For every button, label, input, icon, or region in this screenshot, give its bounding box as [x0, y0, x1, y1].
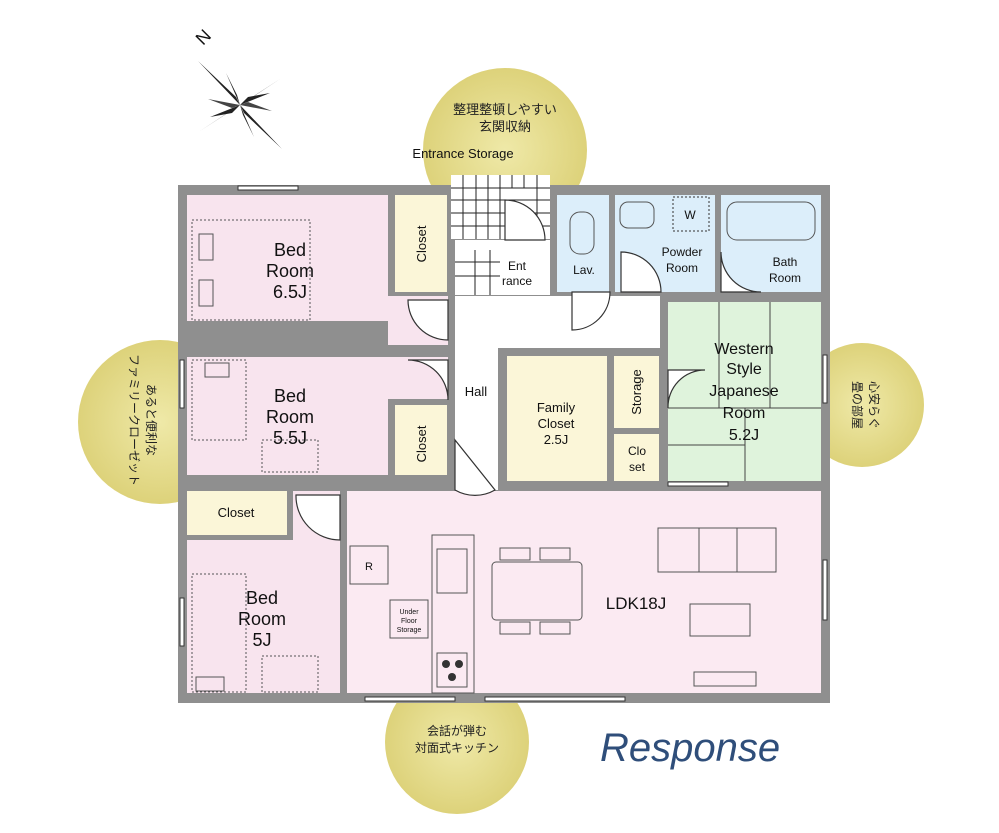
callout-top-line-2: 玄関収納	[479, 120, 531, 135]
bedroom-2-label-3: 5.5J	[273, 428, 307, 448]
washer-label: W	[684, 208, 696, 222]
powder-room-label-2: Room	[666, 261, 698, 275]
bedroom-1-label-3: 6.5J	[273, 282, 307, 302]
callout-bottom-bubble	[385, 670, 529, 814]
hall	[455, 296, 660, 348]
powder-room-label-1: Powder	[662, 245, 703, 259]
entrance-tile-grid	[451, 175, 550, 239]
entrance-floor	[455, 240, 550, 295]
hall-label: Hall	[465, 384, 488, 399]
entrance-floor-tiles	[455, 250, 500, 295]
bedroom-3-label-2: Room	[238, 609, 286, 629]
bedroom-3	[187, 540, 340, 693]
callout-bottom-line-1: 会話が弾む	[427, 723, 487, 738]
storage-closet	[614, 356, 659, 428]
door-swings	[295, 251, 762, 541]
western-room-label-3: Japanese	[709, 383, 778, 400]
small-closet-label-1: Clo	[628, 444, 646, 458]
bedroom-3-label-1: Bed	[246, 588, 278, 608]
bedroom-1-label-2: Room	[266, 261, 314, 281]
bath-room-label-2: Room	[769, 271, 801, 285]
bedroom-2-label-2: Room	[266, 407, 314, 427]
bed-outlines	[191, 219, 319, 693]
callout-top-line-1: 整理整頓しやすい	[453, 103, 557, 118]
front-door-swing	[504, 199, 546, 241]
tatami-grid	[668, 302, 821, 481]
under-floor-label-3: Storage	[397, 627, 422, 634]
closet-1-label: Closet	[414, 225, 429, 262]
western-room-label-2: Style	[726, 361, 762, 378]
callout-left-line-2: ファミリークローゼット	[127, 354, 141, 486]
ldk	[347, 491, 821, 693]
western-room-label-5: 5.2J	[729, 427, 759, 444]
callout-right-line-1: 心安らぐ	[867, 381, 882, 429]
furniture-outlines	[195, 201, 816, 694]
western-room-label-4: Room	[723, 405, 766, 422]
washer-outline	[672, 196, 710, 232]
family-closet	[507, 356, 607, 481]
lav-label: Lav.	[573, 263, 595, 277]
small-closet-label-2: set	[629, 460, 646, 474]
family-closet-label-3: 2.5J	[544, 432, 569, 447]
closet-1	[395, 195, 447, 292]
bedroom-2-label-1: Bed	[274, 386, 306, 406]
r-mark-label: R	[365, 561, 373, 573]
bath-room	[721, 195, 821, 292]
under-floor-label-2: Floor	[401, 618, 418, 625]
callout-right-bubble	[800, 343, 924, 467]
closet-3-label: Closet	[218, 505, 255, 520]
western-room-label-1: Western	[714, 341, 773, 358]
bedroom-3-label-3: 5J	[252, 630, 271, 650]
entrance-storage-label: Entrance Storage	[412, 146, 513, 161]
brand-logo: Response	[600, 726, 781, 770]
family-closet-label-1: Family	[537, 400, 576, 415]
entrance-label-2: rance	[502, 274, 532, 288]
compass-icon	[198, 61, 282, 149]
closet-2-label: Closet	[414, 425, 429, 462]
bath-room-label-1: Bath	[773, 255, 798, 269]
family-closet-label-2: Closet	[538, 416, 575, 431]
stove-burners	[442, 660, 463, 681]
lavatory	[557, 195, 609, 292]
closet-2	[395, 405, 447, 475]
compass-north-label: N	[192, 25, 215, 48]
callout-left-line-1: あると便利な	[144, 384, 158, 456]
closet-3	[187, 491, 287, 535]
bedroom-1-label-1: Bed	[274, 240, 306, 260]
entrance-label-1: Ent	[508, 259, 527, 273]
bedroom-1	[187, 195, 388, 321]
ldk-label: LDK18J	[606, 594, 666, 613]
callout-bottom-line-2: 対面式キッチン	[415, 741, 499, 755]
window-marks	[179, 185, 828, 702]
under-floor-label-1: Under	[399, 609, 419, 616]
small-closet	[614, 434, 659, 481]
storage-label: Storage	[629, 369, 644, 415]
callout-right-line-2: 畳の部屋	[850, 381, 865, 429]
